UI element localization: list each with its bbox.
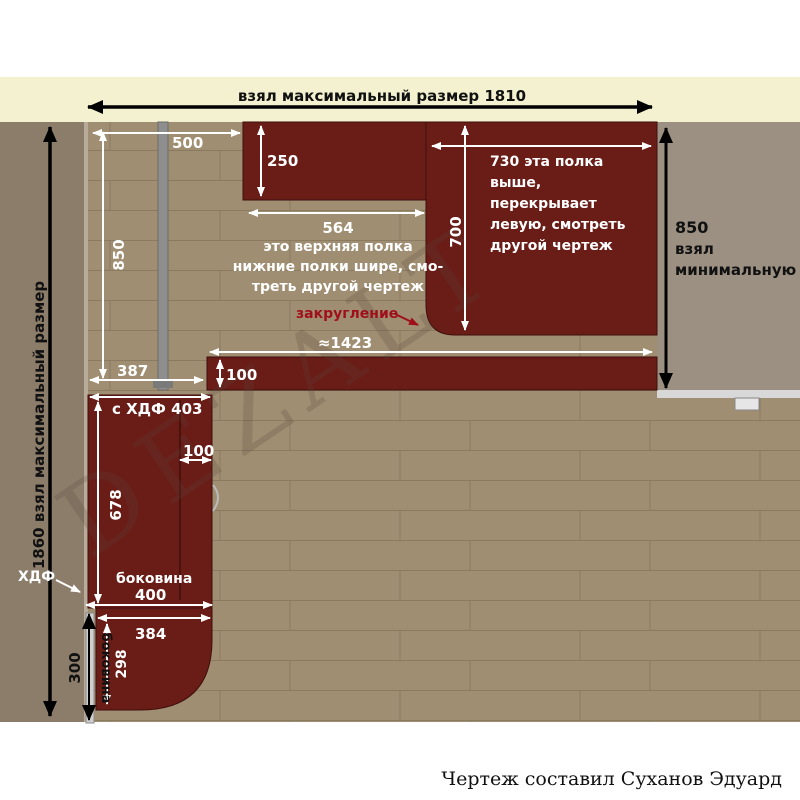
bokovina-vertical: боковина [98,633,113,704]
author-caption: Чертеж составил Суханов Эдуард [441,768,782,790]
pipe [157,121,169,391]
hdf-label: ХДФ [18,569,55,585]
dim-300: 300 [66,652,84,683]
note-730-5: другой чертеж [490,238,613,254]
top-shelf-note-3: треть другой чертеж [252,279,424,295]
dim-298: 298 [114,649,130,678]
dim-564: 564 [322,219,353,237]
dim-500: 500 [172,134,203,152]
dim-hdf-403: с ХДФ 403 [112,400,202,418]
wall-right-base [657,390,800,398]
dim-250: 250 [267,152,298,170]
corner-shelf [425,121,658,336]
note-730-4: левую, смотреть [490,217,626,233]
socket [734,397,760,411]
rounding-label: закругление [296,306,398,322]
note-730-3: перекрывает [490,196,598,212]
dim-850-right-2: взял [675,240,714,258]
wall-right [657,122,800,395]
dim-1423: ≈1423 [318,334,372,352]
dim-100-shelf: 100 [226,366,257,384]
dim-387: 387 [117,362,148,380]
hdf-arrow [55,579,81,593]
dim-700: 700 [447,216,465,247]
dim-850-right-1: 850 [675,218,708,237]
note-730-2: выше, [490,175,541,191]
note-730-1: 730 эта полка [490,154,603,170]
upper-shelf-small [242,121,427,201]
wall-left [0,122,84,722]
dim-400: 400 [135,586,166,604]
dim-678: 678 [107,489,125,520]
dim-850-right-3: минимальную [675,261,796,279]
dim-100-cab: 100 [183,442,214,460]
top-shelf-note-1: это верхняя полка [263,239,412,255]
dim-384: 384 [135,625,166,643]
top-shelf-note-2: нижние полки шире, смо- [233,259,444,275]
cabinet-handle [212,484,219,512]
pipe-base [153,380,173,388]
inner-corner-wall [84,122,88,722]
dim-max-width: взял максимальный размер 1810 [238,87,526,105]
cabinet-rounded-end [95,607,213,711]
rounding-arrow [394,313,419,326]
long-shelf [206,356,658,391]
dim-850-left: 850 [110,239,128,270]
dim-max-height: 1860 взял максимальный размер [30,281,48,570]
bokovina-label: боковина [116,571,192,587]
